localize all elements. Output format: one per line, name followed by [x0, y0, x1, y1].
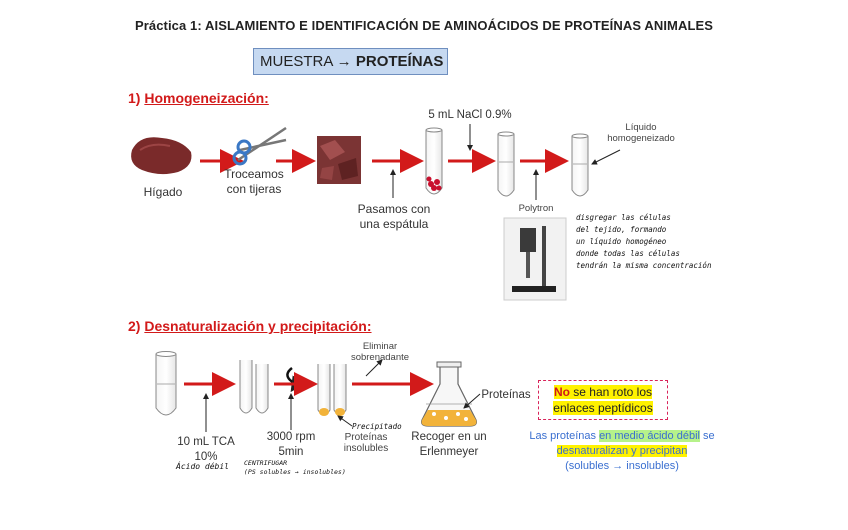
label-polytron: Polytron — [518, 203, 554, 214]
proteins-pointer — [463, 393, 481, 409]
label-liquid: Líquido homogeneizado — [607, 122, 675, 144]
section2-heading: 2) Desnaturalización y precipitación: — [128, 318, 372, 334]
section2-title: Desnaturalización y precipitación: — [144, 318, 372, 334]
handwritten-note-1: disgregar las células del tejido, forman… — [576, 213, 712, 270]
section1-title: Homogeneización: — [144, 90, 269, 106]
label-eliminate: Eliminar sobrenadante — [350, 341, 410, 363]
rotation-icon — [286, 367, 306, 393]
handwritten-weak-acid: Ácido débil — [176, 462, 229, 471]
sample-header-box: MUESTRA → PROTEÍNAS — [253, 48, 448, 75]
test-tube-nacl — [497, 131, 515, 197]
precipitate-pointer — [337, 415, 353, 427]
handwritten-centrifuge: CENTRIFUGAR (PS solubles → insolubles) — [244, 459, 346, 476]
centrifuge-tubes — [239, 360, 269, 414]
sample-prefix: MUESTRA → — [260, 53, 356, 70]
liquid-pointer — [591, 149, 621, 165]
erlenmeyer-flask — [421, 361, 477, 427]
page-title: Práctica 1: AISLAMIENTO E IDENTIFICACIÓN… — [134, 18, 714, 33]
section1-number: 1) — [128, 90, 141, 106]
label-liver: Hígado — [143, 185, 183, 199]
test-tube-tissue — [425, 127, 443, 195]
handwritten-precipitate: Precipitado — [352, 422, 402, 431]
blue-note-p3: se — [699, 430, 715, 442]
blue-note-p1: Las proteínas — [529, 430, 600, 442]
blue-note-p4: desnaturalizan y precipitan — [556, 445, 688, 457]
test-tube-homogenized — [571, 133, 589, 197]
eliminate-pointer — [365, 359, 383, 377]
section2-number: 2) — [128, 318, 141, 334]
label-insoluble-proteins: Proteínas insolubles — [343, 432, 389, 454]
label-erlenmeyer: Recoger en un Erlenmeyer — [411, 431, 487, 458]
sample-bold: PROTEÍNAS — [355, 53, 444, 70]
note-rest: se han roto los — [569, 385, 653, 399]
blue-note-p2: en medio ácido débil — [599, 430, 700, 442]
note-line2: enlaces peptídicos — [553, 401, 653, 415]
polytron-photo — [503, 217, 567, 301]
label-rpm: 3000 rpm 5min — [266, 431, 316, 458]
label-tca: 10 mL TCA 10% — [177, 436, 235, 463]
label-cut: Troceamos con tijeras — [224, 167, 284, 196]
label-spatula: Pasamos con una espátula — [357, 202, 431, 231]
section1-heading: 1) Homogeneización: — [128, 90, 269, 106]
note-no: No — [553, 385, 570, 399]
minced-tissue-image — [317, 136, 361, 184]
pellet-tubes — [317, 364, 347, 416]
label-nacl: 5 mL NaCl 0.9% — [428, 109, 512, 121]
denaturation-note: Las proteínas en medio ácido débil se de… — [522, 429, 722, 474]
peptide-bonds-note: No se han roto los enlaces peptídicos — [538, 380, 668, 420]
scissors-icon — [232, 126, 287, 166]
blue-note-p5: (solubles → insolubles) — [565, 460, 679, 472]
label-proteins: Proteínas — [481, 389, 531, 401]
liver-image — [131, 137, 192, 175]
test-tube-empty — [155, 351, 177, 416]
